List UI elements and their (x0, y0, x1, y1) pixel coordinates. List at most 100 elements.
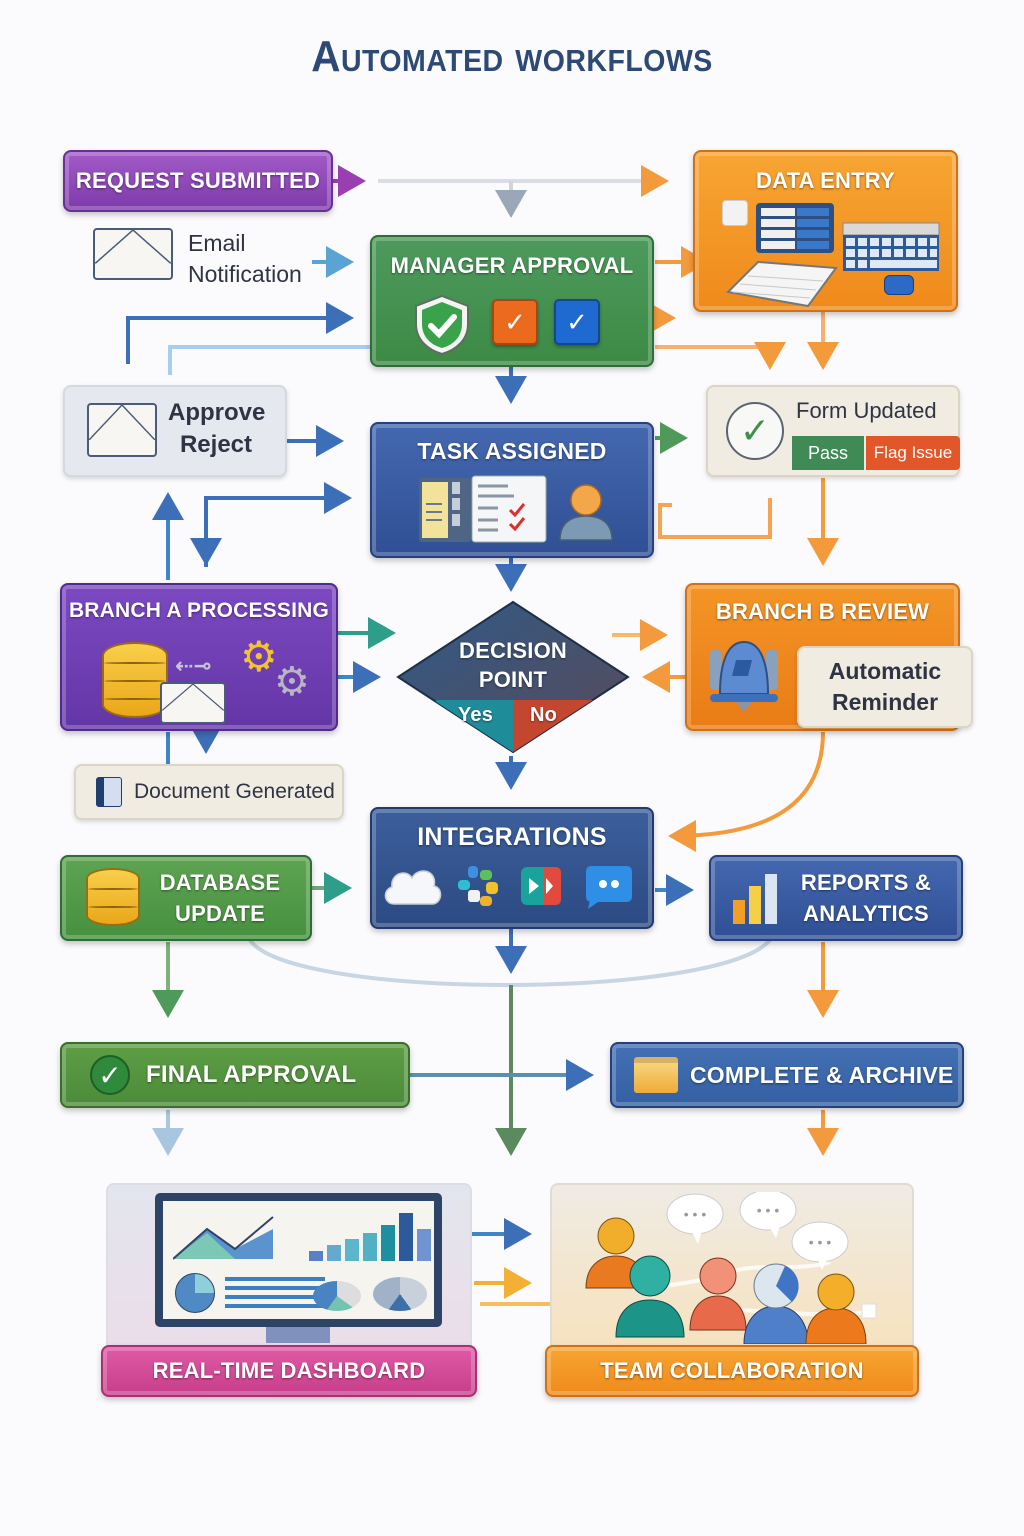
realtime-dashboard-label: REAL-TIME DASHBOARD (152, 1358, 426, 1383)
bell-icon (710, 640, 778, 712)
keyboard-icon (725, 260, 838, 308)
decision-no-label[interactable]: No (530, 704, 558, 726)
envelope-icon (160, 682, 226, 724)
complete-archive-label: COMPLETE & ARCHIVE (690, 1061, 954, 1088)
database-update-line1: DATABASE (159, 870, 281, 895)
document-generated-label: Document Generated (134, 780, 335, 803)
node-reports-analytics[interactable]: REPORTS & ANALYTICS (709, 855, 963, 941)
blue-checkbox-icon: ✓ (554, 299, 600, 345)
wire-loop-to-manager (126, 302, 354, 364)
database-icon (102, 642, 168, 718)
decision-point-label: DECISION POINT (420, 636, 606, 694)
pass-label: Pass (807, 442, 849, 463)
slack-app-icon (458, 866, 498, 906)
decision-diamond[interactable] (396, 600, 630, 754)
speech-bubble-3: • • • (791, 1221, 849, 1270)
bar-chart-icon (309, 1213, 431, 1261)
database-update-line2: UPDATE (174, 901, 266, 926)
reports-line1: REPORTS & (800, 870, 932, 895)
mouse-icon (884, 275, 914, 295)
check-circle-icon: ✓ (90, 1055, 130, 1095)
monitor-icon (155, 1193, 442, 1327)
wire-branchb-to-integrations (668, 731, 825, 852)
node-complete-archive[interactable]: COMPLETE & ARCHIVE (610, 1042, 964, 1108)
branch-b-label: BRANCH B REVIEW (715, 599, 930, 624)
legend-lines (225, 1277, 325, 1313)
svg-text:• • •: • • • (684, 1206, 707, 1222)
area-chart-icon (173, 1216, 274, 1260)
team-collaboration-label: TEAM COLLABORATION (600, 1358, 864, 1383)
email-notification-line1: Email (188, 230, 246, 256)
decision-line1: DECISION (459, 638, 567, 663)
person-blue (743, 1263, 809, 1344)
cloud-icon (384, 870, 442, 905)
person-orange-2 (805, 1273, 867, 1344)
wire-approve-loop-light (168, 345, 372, 375)
spreadsheet-icon (756, 203, 834, 253)
svg-text:• • •: • • • (757, 1202, 780, 1218)
media-app-icon (521, 867, 561, 905)
wire-loop-to-task-and-branch (204, 482, 352, 567)
user-avatar-icon (559, 484, 613, 541)
flag-issue-button[interactable]: Flag Issue (866, 436, 960, 470)
bar-chart-icon (733, 874, 777, 924)
node-document-generated[interactable]: Document Generated (74, 764, 344, 820)
form-updated-label: Form Updated (796, 398, 937, 423)
person-red (689, 1257, 747, 1331)
request-submitted-label: REQUEST SUBMITTED (75, 168, 321, 193)
manager-approval-label: MANAGER APPROVAL (390, 253, 634, 278)
calendar-grid-icon (842, 222, 940, 271)
email-notification-line2: Notification (188, 261, 302, 287)
speech-bubble-1: • • • (666, 1193, 724, 1244)
wire-form-loop-to-task (658, 498, 772, 539)
automatic-reminder-line2: Reminder (831, 689, 939, 715)
check-circle-icon: ✓ (726, 402, 784, 460)
node-manager-approval[interactable]: MANAGER APPROVAL (370, 235, 654, 367)
task-assigned-label: TASK ASSIGNED (417, 438, 607, 464)
task-board-icon (419, 475, 547, 543)
orange-checkbox-icon: ✓ (492, 299, 538, 345)
gear-grey-icon: ⚙ (274, 660, 310, 704)
database-icon (86, 868, 140, 926)
shield-check-icon (415, 294, 469, 356)
node-team-collaboration[interactable]: TEAM COLLABORATION (545, 1345, 919, 1397)
svg-text:• • •: • • • (809, 1234, 832, 1250)
document-icon (722, 200, 748, 226)
speech-bubble-2: • • • (739, 1192, 797, 1238)
node-realtime-dashboard[interactable]: REAL-TIME DASHBOARD (101, 1345, 477, 1397)
monitor-stand (266, 1327, 330, 1343)
integrations-label: INTEGRATIONS (417, 823, 607, 851)
wire-manager-to-form (655, 342, 786, 370)
approve-label: Approve (168, 399, 266, 426)
person-teal (615, 1255, 685, 1338)
data-entry-label: DATA ENTRY (756, 168, 895, 193)
final-approval-label: FINAL APPROVAL (146, 1061, 357, 1088)
branch-a-label: BRANCH A PROCESSING (68, 599, 330, 622)
automatic-reminder-card: Automatic Reminder (797, 646, 973, 728)
page-title: Automated workflows (311, 32, 713, 81)
decision-line2: POINT (478, 667, 548, 692)
pie-chart-icon (175, 1273, 215, 1313)
donut-chart-icon (313, 1281, 361, 1311)
reports-line2: ANALYTICS (803, 901, 929, 926)
wire-curve-database-reports (248, 938, 772, 987)
approve-reject-text: Approve Reject (168, 397, 266, 461)
decision-yes-label[interactable]: Yes (458, 704, 494, 726)
plug-arrow-icon: ⇠⊸ (175, 653, 212, 678)
flag-issue-label: Flag Issue (873, 443, 953, 462)
node-final-approval[interactable]: ✓ FINAL APPROVAL (60, 1042, 410, 1108)
gear-yellow-icon: ⚙ (240, 633, 278, 680)
node-request-submitted[interactable]: REQUEST SUBMITTED (63, 150, 333, 212)
reject-label: Reject (179, 431, 253, 458)
email-notification: Email Notification (188, 228, 302, 290)
envelope-icon (87, 403, 157, 457)
document-stack-icon (96, 777, 122, 807)
envelope-icon (93, 228, 173, 280)
chat-app-icon (586, 866, 632, 909)
pie-3d-icon (373, 1277, 427, 1311)
pass-button[interactable]: Pass (792, 436, 864, 470)
team-people-icon: • • • • • • • • • (585, 1192, 877, 1344)
folder-icon (634, 1057, 678, 1093)
automatic-reminder-line1: Automatic (828, 658, 942, 684)
